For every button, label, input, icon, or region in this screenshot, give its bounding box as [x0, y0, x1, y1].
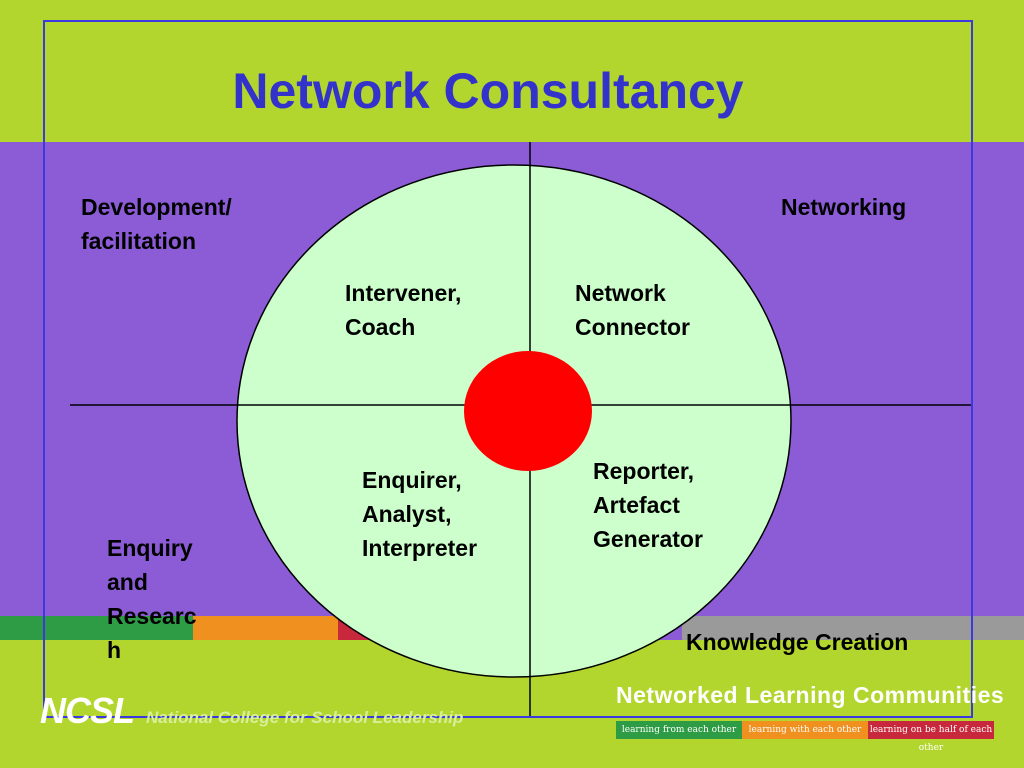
- quadrant-label-enquirer: Enquirer, Analyst, Interpreter: [362, 467, 478, 561]
- quadrant-label-reporter: Reporter, Artefact Generator: [593, 458, 703, 552]
- stripe-green: [0, 616, 193, 640]
- ncsl-logo: NCSL: [40, 690, 135, 731]
- center-dot: [464, 351, 592, 471]
- quadrant-label-intervener: Intervener, Coach: [345, 280, 462, 340]
- nlc-bar-behalf: learning on be half of each other: [868, 721, 994, 753]
- axis-label-networking: Networking: [781, 194, 907, 220]
- stripe-orange: [193, 616, 338, 640]
- ncsl-name: National College for School Leadership: [146, 708, 464, 727]
- nlc-bar-from: learning from each other: [616, 721, 742, 739]
- axis-label-knowledge-creation: Knowledge Creation: [686, 629, 909, 655]
- page-title: Network Consultancy: [232, 63, 744, 119]
- nlc-title: Networked Learning Communities: [616, 682, 1005, 708]
- nlc-bar-with: learning with each other: [742, 721, 868, 739]
- axis-label-enquiry: Enquiry and Researc h: [107, 535, 197, 663]
- stripe-grey: [682, 616, 1024, 640]
- header-band: [0, 0, 1024, 142]
- axis-label-development: Development/ facilitation: [81, 194, 232, 254]
- quadrant-label-connector: Network Connector: [575, 280, 690, 340]
